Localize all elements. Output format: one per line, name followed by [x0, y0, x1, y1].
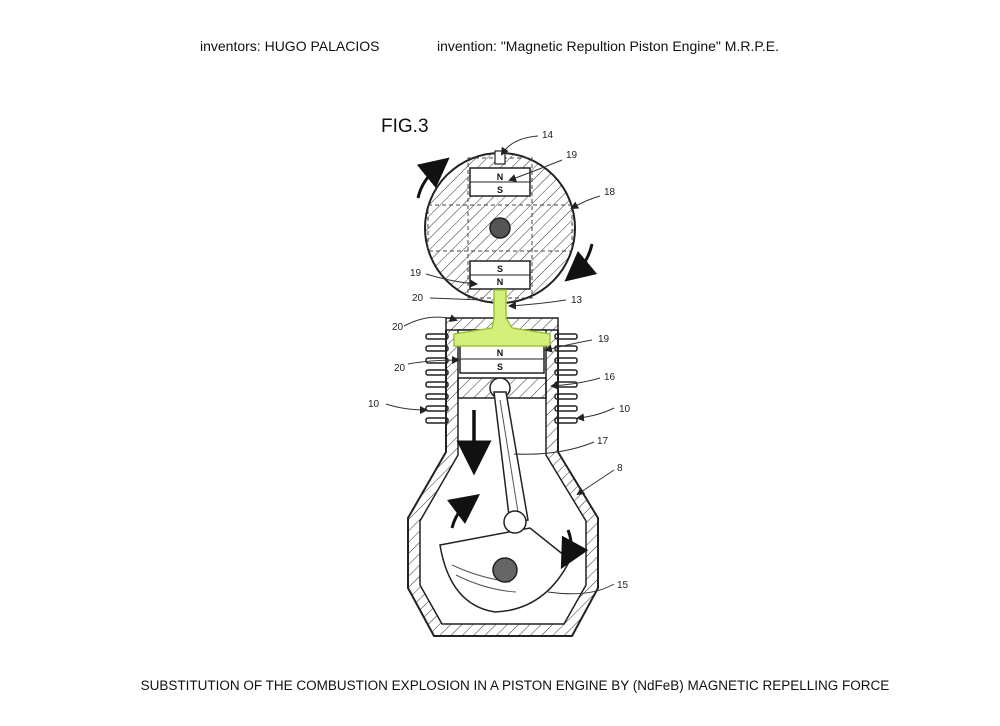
- ref-18: 18: [604, 187, 616, 198]
- pole-label: S: [497, 362, 503, 372]
- ref-15: 15: [617, 580, 629, 591]
- header: inventors: HUGO PALACIOS invention: "Mag…: [0, 38, 1000, 58]
- reference-numerals: 14 19 18 19 20 13 20 19 20 16 10 10 17 8…: [368, 130, 631, 591]
- piston-magnet: N S: [459, 344, 545, 374]
- rotor-top-magnet: N S: [469, 167, 531, 197]
- inventors-text: inventors: HUGO PALACIOS: [200, 38, 380, 54]
- pole-label: S: [497, 264, 503, 274]
- ref-20: 20: [392, 322, 404, 333]
- ref-17: 17: [597, 436, 609, 447]
- rotation-arrow-icon: [446, 493, 480, 529]
- pole-label: N: [497, 277, 504, 287]
- ref-20: 20: [394, 363, 406, 374]
- ref-20: 20: [412, 293, 424, 304]
- pole-label: N: [497, 348, 504, 358]
- rotation-arrow-icon: [416, 157, 450, 199]
- connecting-rod: [493, 391, 529, 525]
- leader-lines: [385, 135, 615, 595]
- rotation-arrow-icon: [564, 243, 598, 282]
- pole-label: N: [497, 172, 504, 182]
- cooling-fins-right: [554, 333, 578, 424]
- ref-16: 16: [604, 372, 616, 383]
- rotor-bottom-magnet: S N: [469, 260, 531, 290]
- ref-19: 19: [410, 268, 422, 279]
- ref-8: 8: [617, 463, 623, 474]
- rotor-disc: [424, 150, 576, 304]
- ref-13: 13: [571, 295, 583, 306]
- cooling-fins-left: [425, 333, 449, 424]
- pole-label: S: [497, 185, 503, 195]
- invention-text: invention: "Magnetic Repultion Piston En…: [437, 38, 779, 54]
- ref-10: 10: [368, 399, 380, 410]
- ref-19: 19: [566, 150, 578, 161]
- rotation-arrow-icon: [560, 529, 589, 570]
- crankshaft-counterweight: [439, 510, 571, 613]
- ref-19: 19: [598, 334, 610, 345]
- figure-label: FIG.3: [381, 116, 429, 137]
- figure-caption: SUBSTITUTION OF THE COMBUSTION EXPLOSION…: [140, 678, 890, 693]
- ref-10: 10: [619, 404, 631, 415]
- ref-14: 14: [542, 130, 554, 141]
